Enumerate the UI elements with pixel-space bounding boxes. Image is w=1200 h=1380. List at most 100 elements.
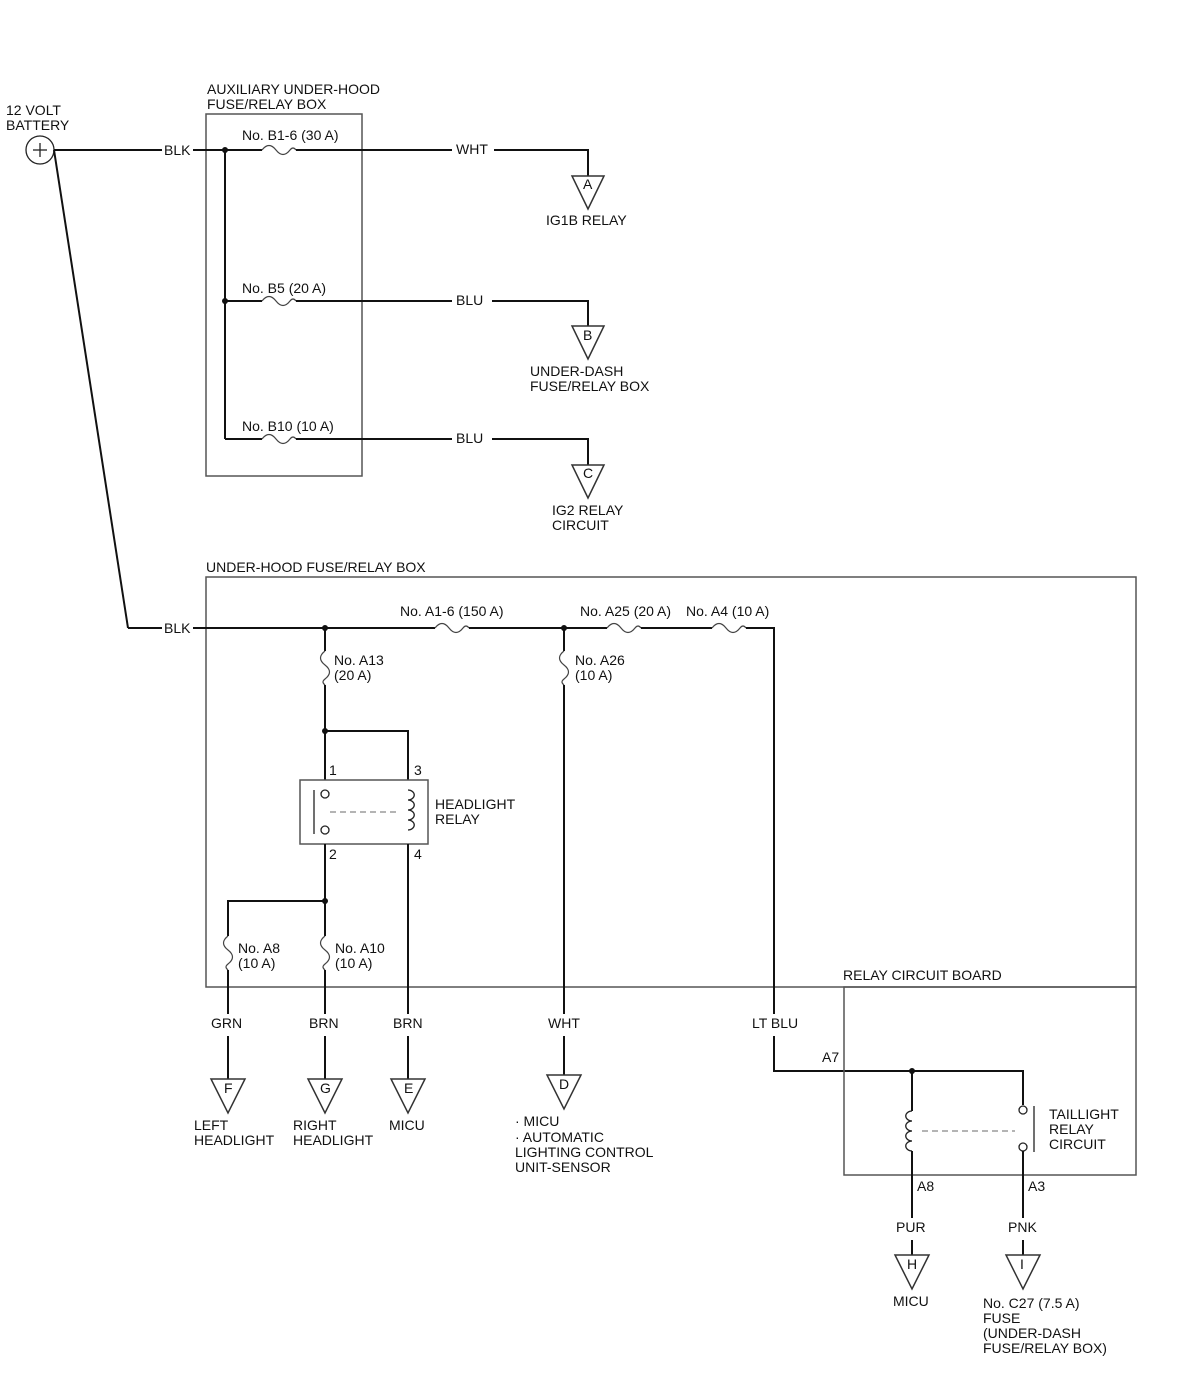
fuse-a13-label-line1: No. A13 — [334, 652, 384, 668]
fuse-a8-symbol — [222, 935, 234, 971]
taillight-relay-label-line3: CIRCUIT — [1049, 1136, 1106, 1152]
fuse-a1-6-symbol — [434, 622, 470, 634]
dest-left-headlight-line1: LEFT — [194, 1117, 229, 1133]
battery-label-line2: BATTERY — [6, 117, 70, 133]
aux-box-title-line2: FUSE/RELAY BOX — [207, 96, 327, 112]
fuse-b10-wire-label: BLU — [456, 430, 483, 446]
dest-under-dash-line1: UNDER-DASH — [530, 363, 623, 379]
fuse-b5-symbol — [261, 295, 297, 307]
dest-left-headlight-line2: HEADLIGHT — [194, 1132, 275, 1148]
battery-label-line1: 12 VOLT — [6, 102, 61, 118]
fuse-a8-label-line2: (10 A) — [238, 955, 275, 971]
headlight-relay-label-line2: RELAY — [435, 811, 481, 827]
fuse-b5-wire-label: BLU — [456, 292, 483, 308]
relay-board-outline — [843, 986, 1137, 1176]
dest-i-line1: No. C27 (7.5 A) — [983, 1295, 1080, 1311]
aux-fuse-relay-box: AUXILIARY UNDER-HOOD FUSE/RELAY BOX BLK … — [164, 81, 650, 533]
wire-pnk-label: PNK — [1008, 1219, 1037, 1235]
main-input-wire-label: BLK — [164, 620, 191, 636]
relay-pin1-label: 1 — [329, 762, 337, 778]
main-box-outline — [205, 576, 1137, 988]
relay-pin2-label: 2 — [329, 846, 337, 862]
fuse-a10-symbol — [319, 935, 331, 971]
wire-to-a8 — [227, 900, 325, 936]
relay-contact-top — [320, 789, 330, 799]
pin-a8-label: A8 — [917, 1178, 934, 1194]
wire-relay-pin3-feed — [325, 730, 409, 780]
dest-right-headlight-line1: RIGHT — [293, 1117, 337, 1133]
dest-i-line4: FUSE/RELAY BOX) — [983, 1340, 1107, 1356]
connector-i-triangle — [1004, 1254, 1042, 1291]
battery: 12 VOLT BATTERY — [6, 102, 70, 165]
fuse-a13-label-line2: (20 A) — [334, 667, 371, 683]
dest-right-headlight-line2: HEADLIGHT — [293, 1132, 374, 1148]
dest-d-line1: · MICU — [515, 1113, 559, 1129]
wire-b5-out — [492, 300, 589, 326]
dest-ig2-relay-line2: CIRCUIT — [552, 517, 609, 533]
aux-box-title-line1: AUXILIARY UNDER-HOOD — [207, 81, 380, 97]
connector-a-letter: A — [583, 176, 593, 192]
wire-lt-blu — [773, 1036, 912, 1072]
fuse-a13-symbol — [319, 650, 331, 686]
wire-board-feed — [912, 1070, 1024, 1105]
relay-coil — [407, 789, 415, 831]
fuse-a26-symbol — [558, 650, 570, 686]
wire-battery-diagonal — [53, 149, 129, 629]
taillight-contact-bottom — [1018, 1142, 1028, 1152]
connector-c-triangle — [570, 464, 606, 500]
fuse-a26-label-line1: No. A26 — [575, 652, 625, 668]
fuse-a26-label-line2: (10 A) — [575, 667, 612, 683]
relay-contact-bottom — [320, 825, 330, 835]
connector-h-triangle — [893, 1254, 931, 1291]
headlight-relay: 1 3 2 4 HEADLIGHT RELAY — [299, 762, 516, 862]
main-outputs: GRN F LEFT HEADLIGHT BRN G RIGHT HEADLIG… — [194, 1015, 912, 1175]
aux-box-outline — [205, 113, 363, 477]
connector-h-letter: H — [907, 1256, 917, 1272]
fuse-b1-6-symbol — [261, 144, 297, 156]
connector-e-letter: E — [404, 1080, 413, 1096]
pin-a7-label: A7 — [822, 1049, 839, 1065]
fuse-b1-6-wire-label: WHT — [456, 141, 488, 157]
connector-f-letter: F — [224, 1080, 233, 1096]
taillight-contact-top — [1018, 1105, 1028, 1115]
wire-wht-d-label: WHT — [548, 1015, 580, 1031]
fuse-a1-6-label: No. A1-6 (150 A) — [400, 603, 504, 619]
connector-b-letter: B — [583, 327, 592, 343]
fuse-a4-label: No. A4 (10 A) — [686, 603, 769, 619]
fuse-b10-label: No. B10 (10 A) — [242, 418, 334, 434]
dest-i-line2: FUSE — [983, 1310, 1020, 1326]
fuse-a4-symbol — [711, 622, 747, 634]
headlight-relay-box — [299, 779, 429, 845]
fuse-a25-label: No. A25 (20 A) — [580, 603, 671, 619]
connector-a-triangle — [570, 175, 606, 211]
connector-e-triangle — [389, 1078, 427, 1115]
dest-micu-h: MICU — [893, 1293, 929, 1309]
dest-d-line4: UNIT-SENSOR — [515, 1159, 611, 1175]
aux-input-wire-label: BLK — [164, 142, 191, 158]
relay-circuit-board: RELAY CIRCUIT BOARD A7 TAILLIGHT RELAY C… — [822, 967, 1137, 1356]
wire-grn-label: GRN — [211, 1015, 242, 1031]
connector-d-triangle — [545, 1074, 583, 1111]
headlight-relay-label-line1: HEADLIGHT — [435, 796, 516, 812]
wire-lt-blu-label: LT BLU — [752, 1015, 798, 1031]
connector-g-letter: G — [320, 1080, 331, 1096]
connector-f-triangle — [209, 1078, 247, 1115]
under-hood-fuse-relay-box: UNDER-HOOD FUSE/RELAY BOX BLK No. A1-6 (… — [164, 559, 1137, 1014]
fuse-a25-symbol — [606, 622, 642, 634]
connector-d-letter: D — [559, 1076, 569, 1092]
dest-d-line2: · AUTOMATIC — [515, 1129, 604, 1145]
dest-d-line3: LIGHTING CONTROL — [515, 1144, 654, 1160]
fuse-b1-6-label: No. B1-6 (30 A) — [242, 127, 339, 143]
dest-ig1b-relay: IG1B RELAY — [546, 212, 627, 228]
fuse-a10-label-line1: No. A10 — [335, 940, 385, 956]
dest-ig2-relay-line1: IG2 RELAY — [552, 502, 624, 518]
fuse-a8-label-line1: No. A8 — [238, 940, 280, 956]
wire-b1-6-out — [494, 149, 589, 176]
relay-pin4-label: 4 — [414, 846, 422, 862]
fuse-b10-symbol — [261, 433, 297, 445]
wire-a4-out — [746, 627, 775, 1014]
dest-micu-e: MICU — [389, 1117, 425, 1133]
connector-g-triangle — [306, 1078, 344, 1115]
taillight-relay-label-line2: RELAY — [1049, 1121, 1095, 1137]
wire-b10-out — [492, 438, 589, 465]
